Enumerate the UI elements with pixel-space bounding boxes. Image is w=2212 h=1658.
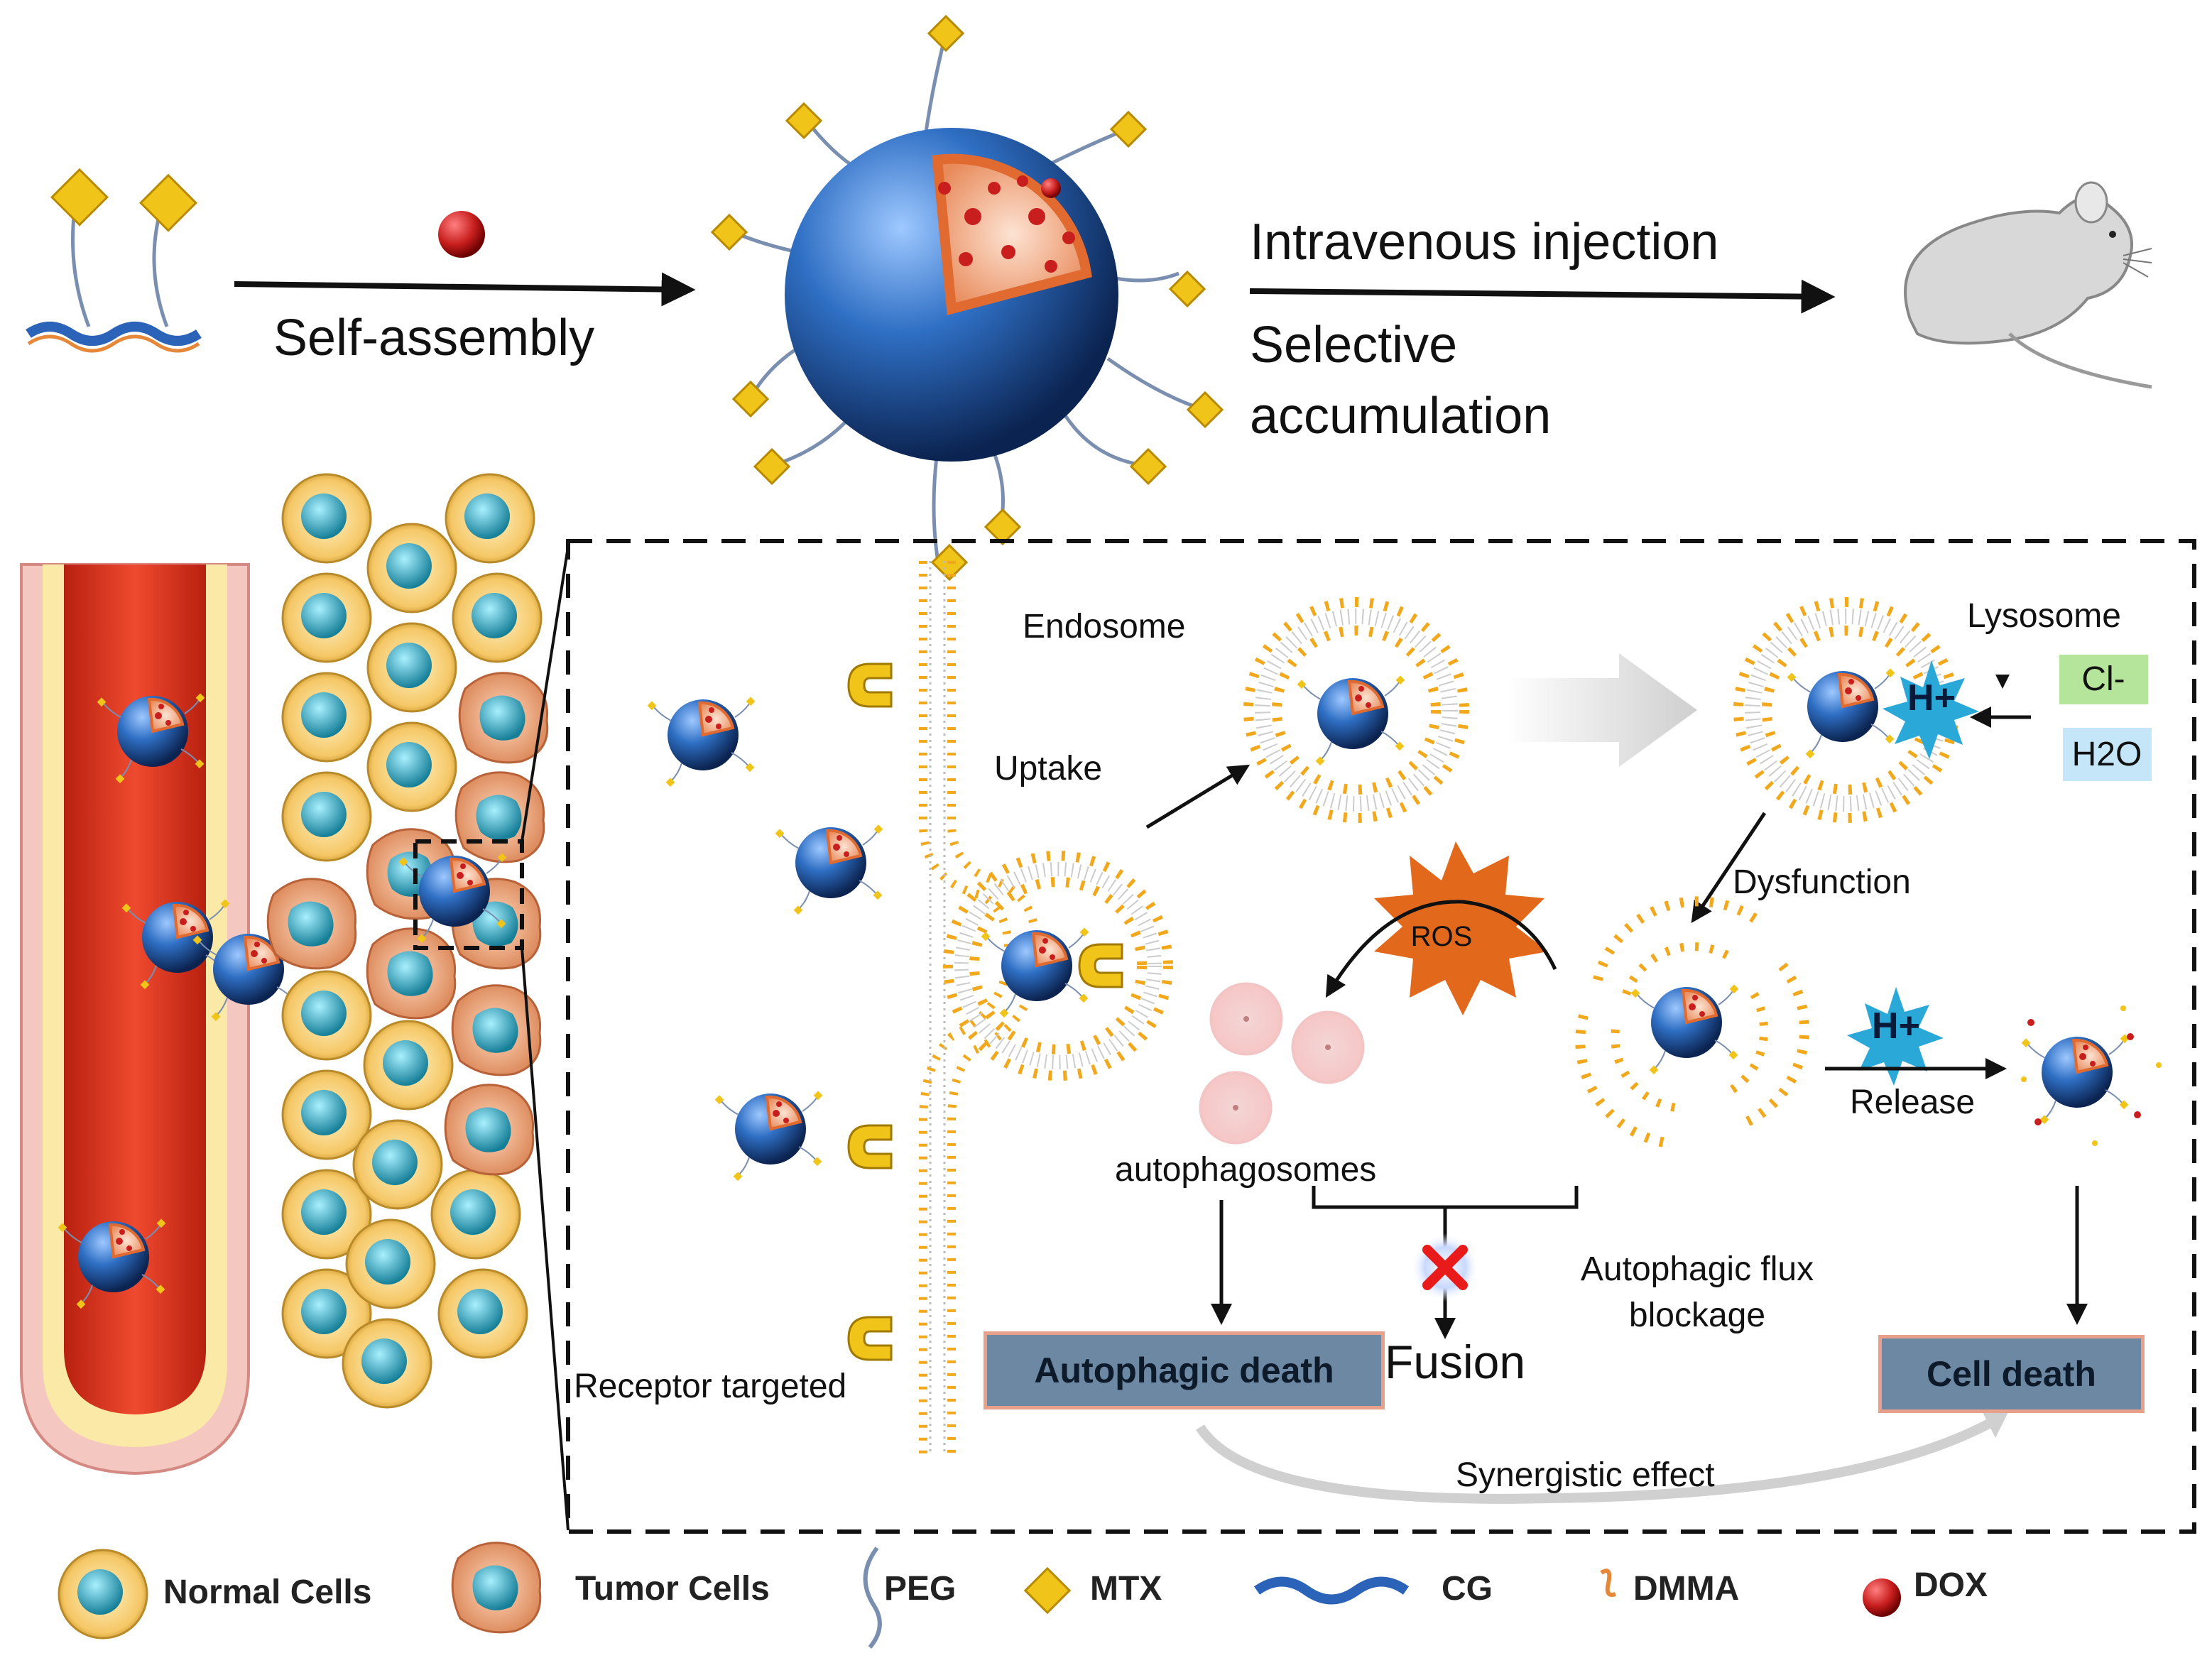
maturation-arrow — [1505, 653, 1697, 767]
mouse-icon — [1904, 181, 2152, 389]
synergistic-effect-label: Synergistic effect — [1456, 1456, 1715, 1494]
lysosome-nanoparticle-icon — [1785, 667, 1897, 760]
selective-label: Selective — [1250, 317, 1458, 373]
legend-peg-label: PEG — [884, 1570, 957, 1608]
water-label: H2O — [2072, 736, 2142, 773]
legend-peg-icon — [863, 1547, 882, 1649]
proton-burst-icon — [1883, 660, 1979, 759]
free-nanoparticle-icon — [713, 1089, 824, 1183]
fusion-label: Fusion — [1385, 1336, 1526, 1388]
free-nanoparticle-icon — [645, 695, 757, 789]
legend-normal-cell-icon — [58, 1549, 148, 1640]
mechanism-panel — [566, 539, 2196, 1534]
uptake-vesicle — [943, 851, 1173, 1081]
autophagosome-icon — [1199, 982, 1365, 1145]
copolymer-icon — [26, 168, 202, 353]
zoom-line — [521, 947, 570, 1531]
release-label: Release — [1850, 1084, 1976, 1121]
internalized-nanoparticle-icon — [979, 926, 1091, 1020]
cell-membrane — [919, 561, 1042, 1456]
h-plus-label: H+ — [1907, 677, 1956, 719]
receptor-targeted-label: Receptor targeted — [574, 1368, 847, 1405]
large-nanoparticle-icon — [710, 14, 1224, 582]
ros-arc-arrow — [1325, 900, 1557, 998]
dysfunction-label: Dysfunction — [1733, 863, 1911, 901]
legend-dox-icon — [1863, 1578, 1901, 1617]
ruptured-lysosome-icon — [1575, 896, 1810, 1148]
dox-molecule-icon — [438, 211, 485, 258]
intravenous-injection-label: Intravenous injection — [1250, 214, 1719, 271]
injection-arrow — [1249, 279, 1836, 314]
ros-label: ROS — [1411, 921, 1473, 952]
autophagic-flux-label: Autophagic flux — [1580, 1250, 1814, 1288]
legend-tumor-cell-icon — [451, 1542, 542, 1634]
block-x-icon — [1422, 1245, 1468, 1290]
cell-death-label: Cell death — [1927, 1354, 2096, 1394]
autophagic-death-box: Autophagic death — [984, 1331, 1385, 1409]
legend-mtx-label: MTX — [1090, 1570, 1162, 1608]
legend-dox-label: DOX — [1914, 1566, 1988, 1604]
autophagic-death-label: Autophagic death — [1034, 1351, 1334, 1390]
legend-tumor-cells-label: Tumor Cells — [575, 1570, 770, 1608]
zoom-region-box — [413, 839, 524, 950]
disassembled-nanoparticle-icon — [2020, 1032, 2131, 1126]
autophagosomes-label: autophagosomes — [1115, 1151, 1377, 1189]
accumulation-label: accumulation — [1250, 388, 1552, 445]
endosome-icon — [1243, 597, 1469, 823]
proton-burst-icon — [1847, 987, 1944, 1086]
legend-cg-label: CG — [1442, 1570, 1493, 1608]
legend-mtx-icon — [1023, 1566, 1072, 1615]
receptor-icon — [847, 662, 1123, 1361]
dysfunction-arrow — [1691, 812, 1767, 923]
chloride-label: Cl- — [2081, 660, 2125, 698]
uptake-arrow — [1145, 764, 1251, 829]
blood-vessel — [20, 563, 250, 1476]
uptake-label: Uptake — [994, 750, 1103, 787]
water-badge — [2063, 728, 2152, 781]
legend-cg-icon — [1253, 1576, 1410, 1605]
pointer-triangle-icon — [1995, 675, 2010, 689]
synergistic-arrowhead — [1981, 1409, 2010, 1438]
lysosome-label: Lysosome — [1967, 597, 2121, 635]
endosome-nanoparticle-icon — [1295, 674, 1407, 768]
blockage-label: blockage — [1628, 1297, 1766, 1334]
chloride-badge — [2059, 655, 2148, 704]
self-assembly-arrow — [234, 272, 696, 307]
synergistic-arc — [1196, 1415, 1998, 1504]
self-assembly-label: Self-assembly — [273, 310, 595, 366]
h-plus-label: H+ — [1872, 1005, 1920, 1047]
endosome-label: Endosome — [1023, 608, 1186, 645]
released-lysosome-nanoparticle-icon — [1629, 983, 1740, 1076]
released-drug-dots — [2021, 1005, 2162, 1146]
zoom-line — [521, 546, 570, 842]
cell-death-box: Cell death — [1878, 1335, 2145, 1413]
legend-dmma-icon — [1600, 1569, 1616, 1597]
legend-dmma-label: DMMA — [1633, 1570, 1740, 1608]
ros-burst-icon — [1374, 841, 1548, 1015]
free-nanoparticle-icon — [773, 823, 885, 917]
legend-normal-cells-label: Normal Cells — [163, 1574, 372, 1611]
